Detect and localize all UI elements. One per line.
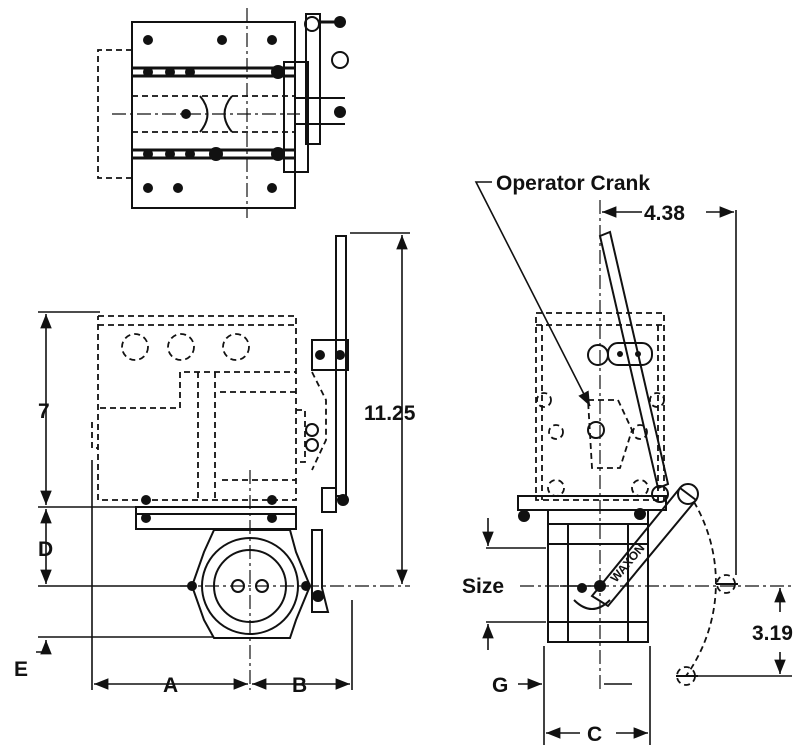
side-view: WAXON: [474, 181, 792, 745]
dimension-3-19: 3.19: [752, 622, 793, 645]
dimension-letter-e: E: [14, 658, 28, 681]
size-label: Size: [462, 575, 504, 598]
dimension-letter-a: A: [163, 674, 178, 697]
top-view: [97, 8, 349, 218]
dimension-11-25: 11.25: [364, 402, 416, 425]
dimension-letter-g: G: [492, 674, 508, 697]
dimension-7: 7: [38, 400, 50, 423]
dimension-letter-b: B: [292, 674, 307, 697]
dimension-letter-c: C: [587, 723, 602, 746]
front-view: [36, 232, 410, 690]
operator-crank-label: Operator Crank: [496, 172, 650, 195]
dimension-letter-d: D: [38, 538, 53, 561]
dimension-4-38: 4.38: [644, 202, 685, 225]
